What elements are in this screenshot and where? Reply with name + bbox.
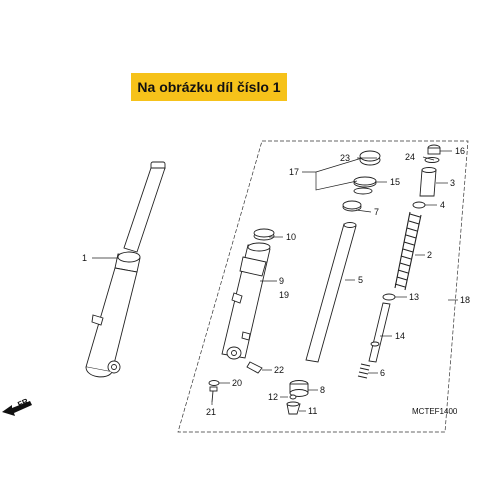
callout-13: 13 (409, 292, 419, 302)
inner-tube-part-5 (305, 222, 357, 363)
damper-rod-part-14 (368, 302, 391, 363)
ring-part-7 (342, 200, 362, 212)
callout-21: 21 (206, 407, 216, 417)
banner-text: Na obrázku díl číslo 1 (137, 79, 281, 95)
callout-22: 22 (274, 365, 284, 375)
callout-16: 16 (455, 146, 465, 156)
callout-11: 11 (308, 406, 317, 416)
callout-17: 17 (289, 167, 299, 177)
front-direction-arrow-icon: FR. (2, 396, 32, 416)
fork-leg-part-9 (221, 242, 271, 360)
fork-leg-part-1 (85, 161, 166, 378)
direction-label: FR. (16, 396, 31, 410)
callout-19: 19 (279, 290, 289, 300)
spring-part-2 (394, 211, 422, 291)
callout-1: 1 (82, 253, 87, 263)
callout-24: 24 (405, 152, 415, 162)
callout-3: 3 (450, 178, 455, 188)
leader-lines (92, 150, 458, 412)
bolt-part-16 (424, 144, 441, 163)
diagram-code: MCTEF1400 (412, 407, 458, 416)
callout-9: 9 (279, 276, 284, 286)
callout-20: 20 (232, 378, 242, 388)
callout-labels: 1 2 3 4 5 6 7 8 9 10 11 12 13 14 15 16 1… (82, 146, 470, 417)
callout-18: 18 (460, 295, 470, 305)
callout-6: 6 (380, 368, 385, 378)
callout-23: 23 (340, 153, 350, 163)
bolt-part-21 (208, 380, 220, 403)
spring-part-6 (357, 363, 371, 379)
part-number-banner: Na obrázku díl číslo 1 (131, 73, 287, 101)
callout-10: 10 (286, 232, 296, 242)
callout-2: 2 (427, 250, 432, 260)
piece-part-11 (286, 401, 301, 415)
spacer-part-3 (419, 167, 437, 197)
bolt-part-22 (246, 361, 263, 374)
callout-15: 15 (390, 177, 400, 187)
clip-part-15 (353, 176, 377, 195)
callout-14: 14 (395, 331, 405, 341)
ring-part-13 (382, 293, 396, 301)
cap-part-23 (359, 150, 381, 166)
callout-4: 4 (440, 200, 445, 210)
seal-part-10 (253, 228, 275, 241)
piece-part-12 (289, 394, 297, 400)
callout-5: 5 (358, 275, 363, 285)
washer-part-4 (412, 201, 426, 209)
assembly-frame (177, 140, 469, 433)
callout-8: 8 (320, 385, 325, 395)
callout-7: 7 (374, 207, 379, 217)
callout-12: 12 (268, 392, 278, 402)
piece-part-8 (289, 380, 309, 397)
